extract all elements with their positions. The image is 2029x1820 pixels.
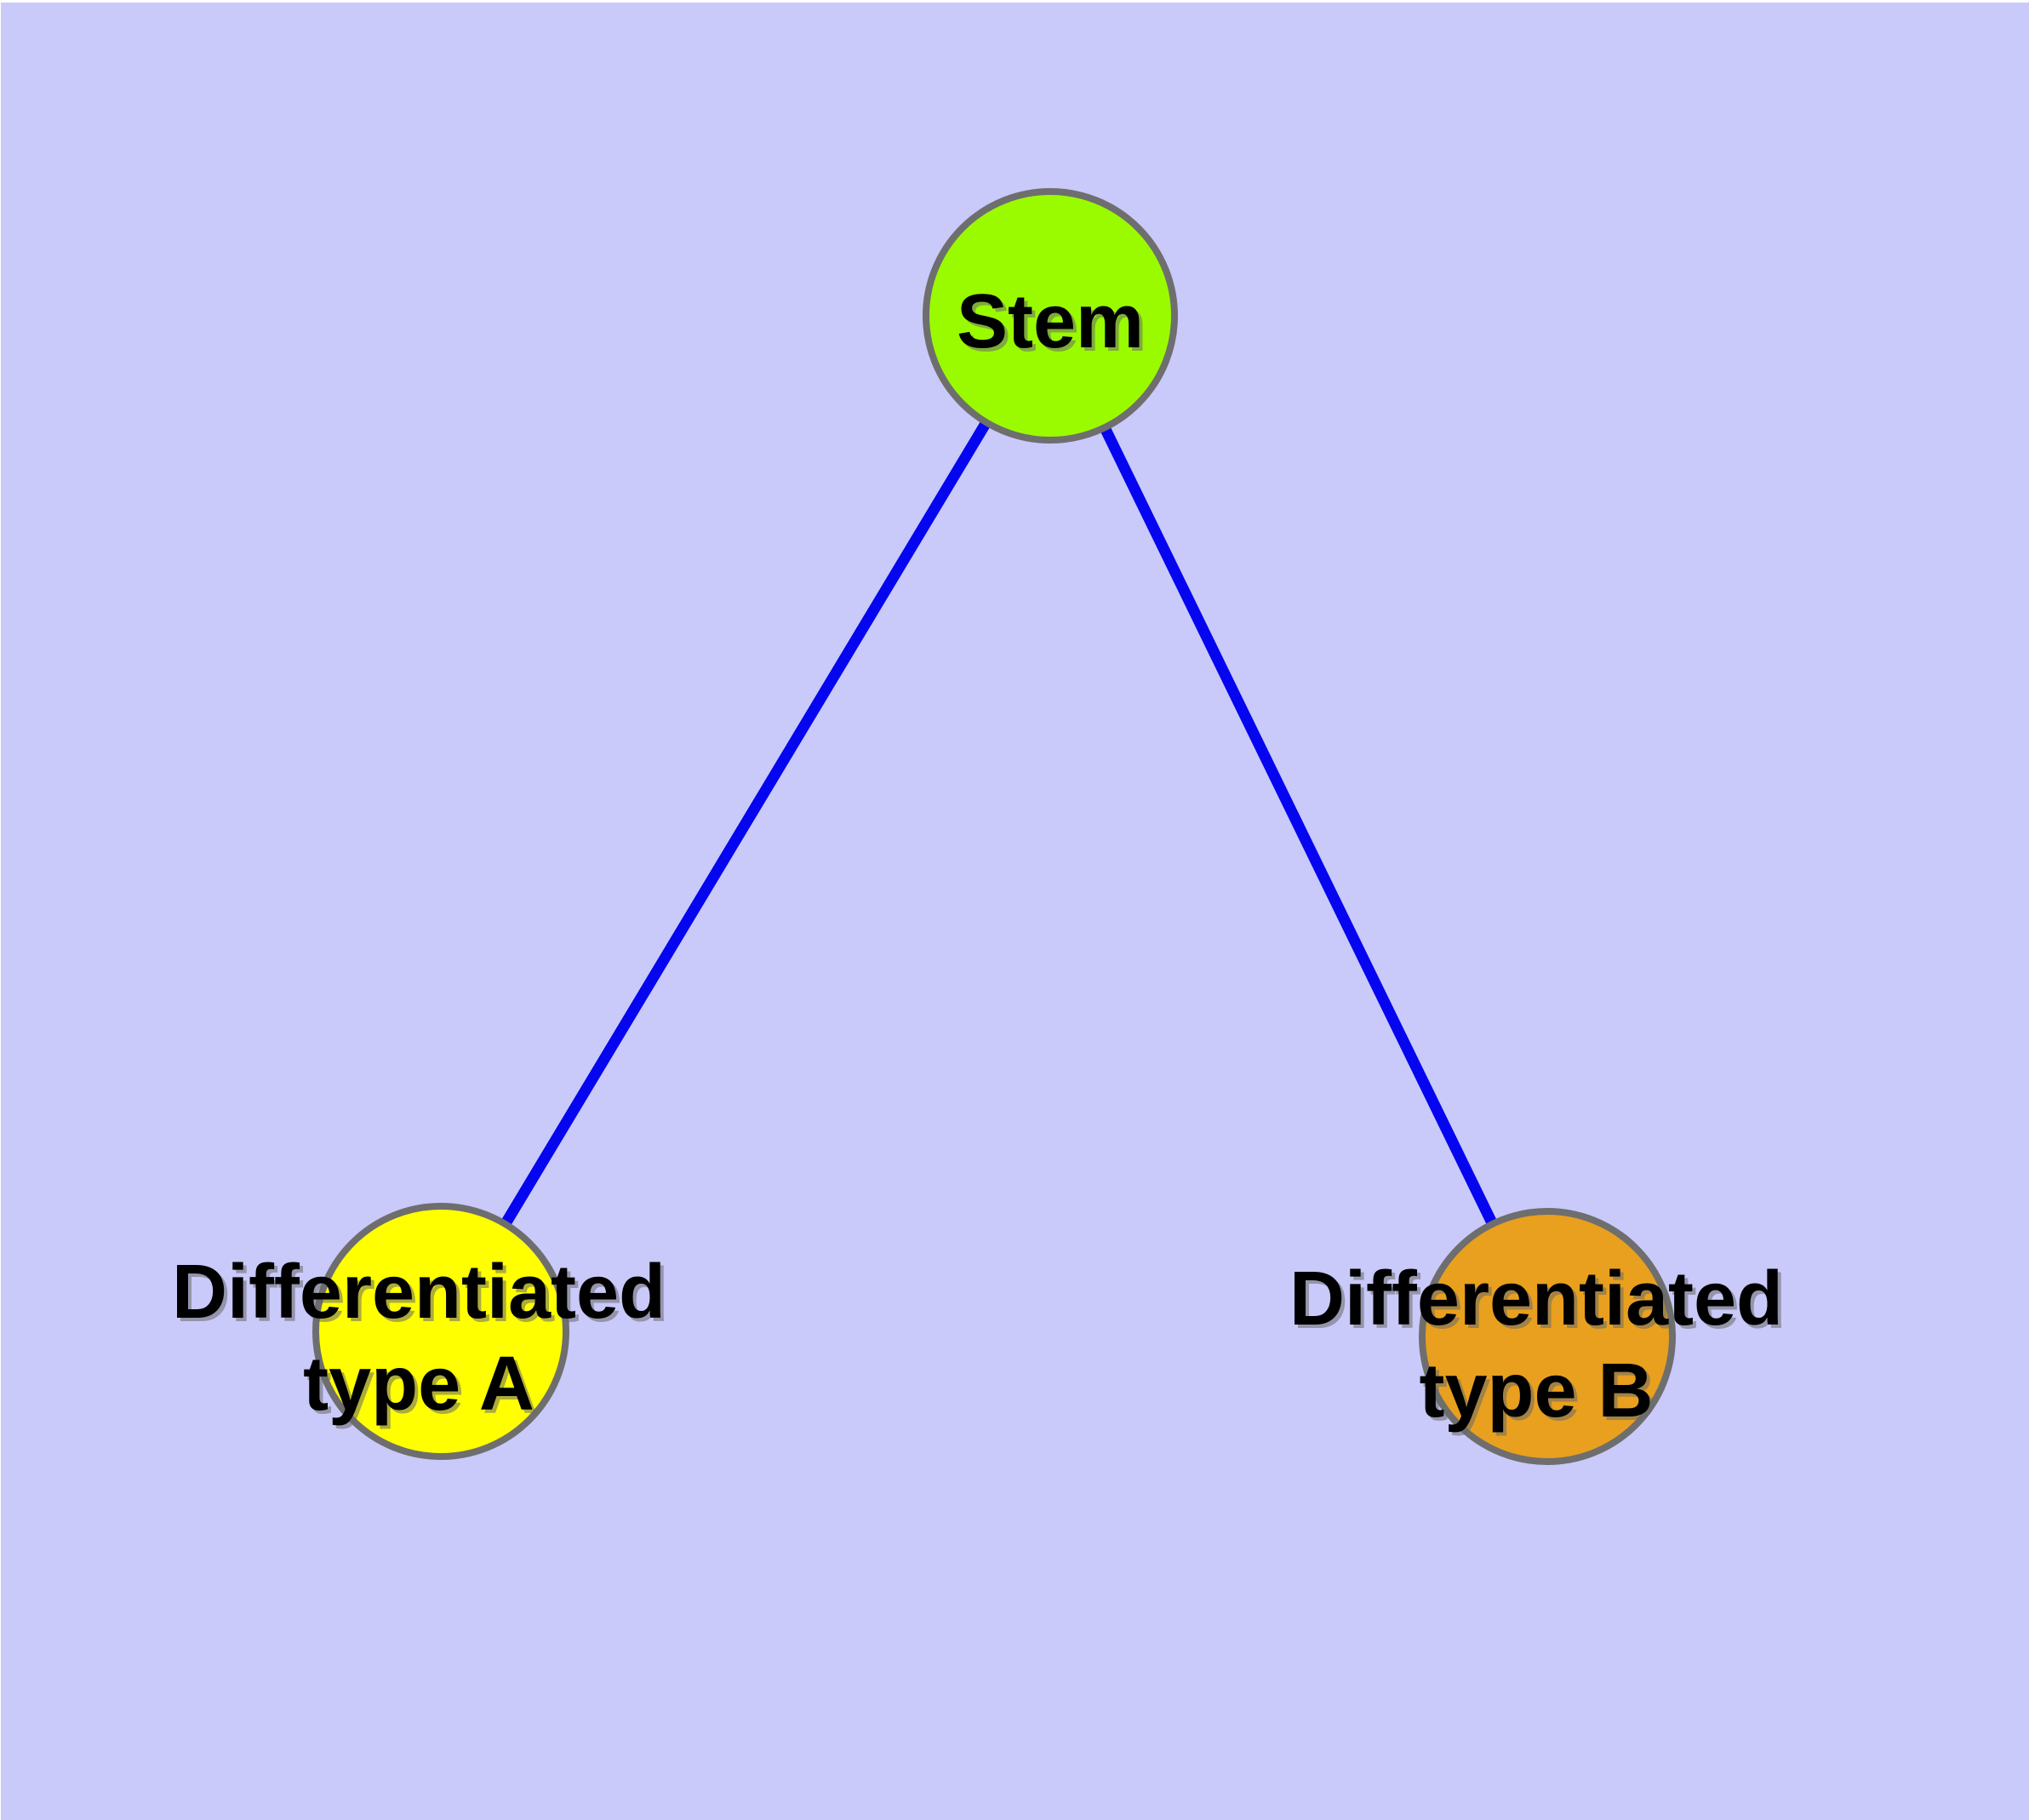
node-stem-label: Stem [957,279,1144,364]
node-group [312,188,1676,1465]
edge-stem-to-type-a [435,310,1056,1337]
edge-group [435,310,1553,1342]
node-stem-label-shadow: Stem [960,283,1147,368]
node-differentiated-type-a [312,1203,569,1460]
node-type-b-label-line2: type B [1419,1348,1653,1434]
node-type-b-label-line1: Differentiated [1289,1256,1783,1342]
node-type-b-label-line2-shadow: type B [1422,1352,1656,1437]
edge-stem-to-type-b [1044,310,1553,1342]
node-type-a-label-line1-shadow: Differentiated [175,1253,669,1338]
label-shadow-group: Stem Differentiated type A Differentiate… [175,283,1786,1437]
label-group: Stem Differentiated type A Differentiate… [172,279,1783,1434]
node-type-a-label-line2: type A [303,1342,534,1427]
node-stem [923,188,1178,444]
node-type-a-label-line1: Differentiated [172,1250,666,1335]
node-differentiated-type-b [1419,1208,1676,1465]
node-type-b-label-line1-shadow: Differentiated [1293,1260,1786,1345]
node-type-a-label-line2-shadow: type A [306,1345,538,1430]
